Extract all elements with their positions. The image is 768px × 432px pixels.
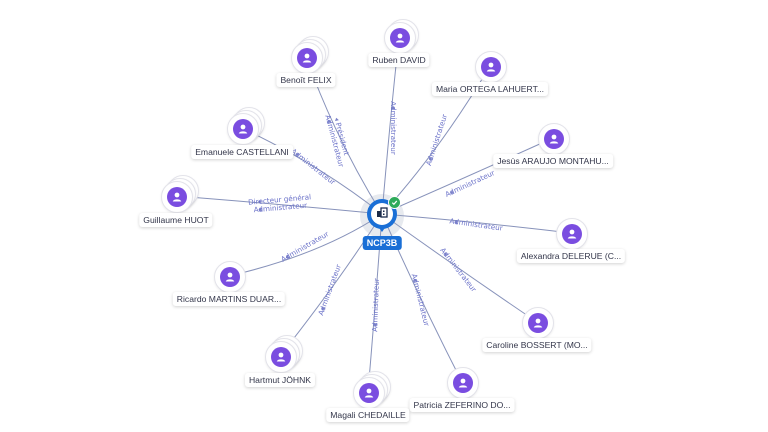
edge-alexandra-delerue xyxy=(381,213,572,234)
avatar[interactable] xyxy=(522,307,554,339)
person-name-label[interactable]: Hartmut JÖHNK xyxy=(244,373,316,387)
edge-role-label: Administrateur xyxy=(316,263,343,316)
edge-role-label: Administrateur xyxy=(438,246,478,294)
avatar[interactable] xyxy=(556,218,588,250)
edge-role-text: Administrateur xyxy=(370,278,381,332)
edge-role-label: Administrateur xyxy=(449,216,503,232)
person-name-label[interactable]: Benoît FELIX xyxy=(276,73,336,87)
person-name-label[interactable]: Patricia ZEFERINO DO... xyxy=(409,398,515,412)
avatar[interactable] xyxy=(214,261,246,293)
edge-role-label: Administrateur xyxy=(410,273,432,327)
company-pin[interactable] xyxy=(367,199,397,229)
edge-role-text: Administrateur xyxy=(389,101,398,155)
person-icon xyxy=(562,224,582,244)
edge-role-text: Administrateur xyxy=(289,147,337,187)
arrow-icon xyxy=(321,307,326,311)
arrow-icon xyxy=(295,153,300,157)
company-name-label[interactable]: NCP3B xyxy=(362,236,402,250)
person-icon xyxy=(233,119,253,139)
avatar[interactable] xyxy=(475,51,507,83)
edge-patricia-zeferino xyxy=(381,213,463,383)
person-name-label[interactable]: Maria ORTEGA LAHUERT... xyxy=(431,82,549,96)
person-name-label[interactable]: Ruben DAVID xyxy=(368,53,430,67)
arrow-icon xyxy=(335,117,339,122)
avatar[interactable] xyxy=(227,113,259,145)
person-name-label[interactable]: Magali CHEDAILLE xyxy=(326,408,410,422)
person-name-label[interactable]: Emanuele CASTELLANI xyxy=(191,145,293,159)
person-icon xyxy=(528,313,548,333)
arrow-icon xyxy=(327,119,332,124)
arrow-icon xyxy=(454,220,458,225)
edge-emanuele-castellani xyxy=(241,127,383,215)
edge-role-text: Administrateur xyxy=(279,229,330,264)
avatar[interactable] xyxy=(265,341,297,373)
person-icon xyxy=(220,267,240,287)
edge-caroline-bossert xyxy=(381,213,538,323)
person-name-label[interactable]: Jesùs ARAUJO MONTAHU... xyxy=(493,154,613,168)
edge-role-label: Administrateur xyxy=(389,101,398,155)
building-icon xyxy=(376,205,388,223)
check-icon xyxy=(388,196,401,209)
person-icon xyxy=(271,347,291,367)
edge-role-label: Administrateur xyxy=(424,113,449,167)
avatar[interactable] xyxy=(538,123,570,155)
edge-jesus-araujo xyxy=(381,137,554,215)
person-name-label[interactable]: Caroline BOSSERT (MO... xyxy=(482,338,592,352)
person-icon xyxy=(359,383,379,403)
edge-role-label: Administrateur xyxy=(289,147,337,187)
edge-role-text: Administrateur xyxy=(316,263,343,316)
person-icon xyxy=(297,48,317,68)
arrow-icon xyxy=(258,207,262,212)
person-icon xyxy=(167,187,187,207)
edge-guillaume-huot xyxy=(175,195,383,215)
arrow-icon xyxy=(391,106,395,109)
edge-ricardo-martins xyxy=(228,213,383,277)
arrow-icon xyxy=(413,278,418,283)
edge-role-text: Administrateur xyxy=(410,273,432,327)
arrow-icon xyxy=(257,199,261,204)
person-icon xyxy=(390,28,410,48)
person-name-label[interactable]: Guillaume HUOT xyxy=(139,213,213,227)
avatar[interactable] xyxy=(353,377,385,409)
arrow-icon xyxy=(373,323,378,327)
person-name-label[interactable]: Ricardo MARTINS DUAR... xyxy=(172,292,286,306)
person-icon xyxy=(544,129,564,149)
arrow-icon xyxy=(444,252,448,257)
arrow-icon xyxy=(285,254,290,259)
edge-role-text: Administrateur xyxy=(449,216,503,232)
edge-role-label: Administrateur xyxy=(370,278,381,332)
avatar[interactable] xyxy=(384,22,416,54)
avatar[interactable] xyxy=(291,42,323,74)
company-node[interactable]: NCP3B xyxy=(360,194,404,252)
avatar[interactable] xyxy=(161,181,193,213)
edge-role-text: Administrateur xyxy=(438,246,478,294)
person-icon xyxy=(453,373,473,393)
arrow-icon xyxy=(450,190,454,194)
arrow-icon xyxy=(429,157,434,161)
person-icon xyxy=(481,57,501,77)
avatar[interactable] xyxy=(447,367,479,399)
edge-role-label: Administrateur xyxy=(279,229,330,264)
company-pin-tip xyxy=(377,225,387,232)
person-name-label[interactable]: Alexandra DELERUE (C... xyxy=(516,249,626,263)
edge-role-text: Administrateur xyxy=(424,113,449,167)
